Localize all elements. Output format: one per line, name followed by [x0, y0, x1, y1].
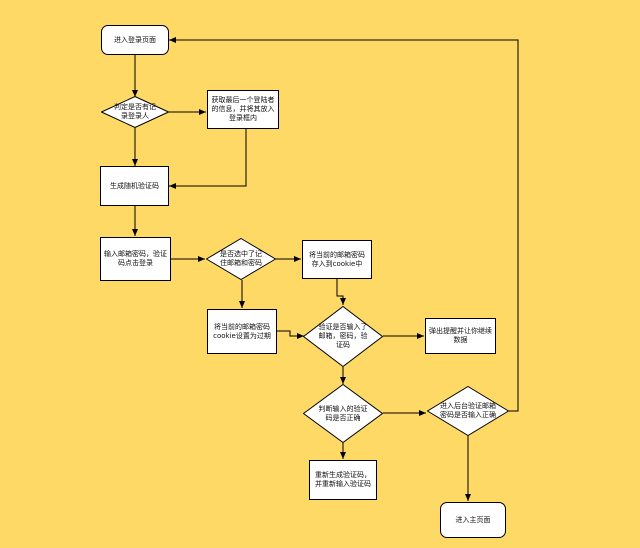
diamond-shape: [427, 386, 509, 436]
node-expire-cookie: 将当前的邮箱密码cookie设置为过期: [207, 309, 277, 354]
node-label: 将当前的邮箱密码cookie设置为过期: [213, 322, 271, 340]
node-main-page: 进入主页面: [440, 502, 506, 538]
node-label: 生成随机验证码: [110, 181, 159, 190]
node-label: 获取最后一个登陆者的信息，并将其放入登录框内: [211, 96, 275, 122]
diamond-shape: [206, 238, 276, 280]
diamond-shape: [303, 384, 383, 443]
node-regen-captcha: 重新生成验证码，并重新输入验证码: [309, 460, 377, 500]
node-backend-verify: 进入后台验证邮箱密码是否输入正确: [427, 386, 509, 436]
node-remember-choice: 是否选中了记住邮箱和密码: [206, 238, 276, 280]
node-label: 进入后台验证邮箱密码是否输入正确: [440, 402, 496, 419]
edge-backend-back-to-login: [169, 37, 519, 412]
node-label: 弹出提醒并让你继续数据: [429, 327, 492, 344]
node-label: 输入邮箱密码，验证码点击登录: [104, 250, 167, 267]
edge-save-to-validate: [336, 279, 346, 305]
node-label: 判定是否有记录登录人: [114, 103, 156, 120]
diamond-shape: [303, 306, 383, 367]
node-input-credentials: 输入邮箱密码，验证码点击登录: [100, 237, 171, 281]
edge-expire-to-validate: [277, 330, 304, 339]
node-label: 判断输入的验证码是否正确: [318, 404, 368, 422]
diamond-shape: [101, 96, 169, 128]
node-fill-last-user: 获取最后一个登陆者的信息，并将其放入登录框内: [207, 90, 279, 129]
node-label: 验证是否输入了邮箱，密码，验证码: [318, 323, 368, 349]
node-check-last-user: 判定是否有记录登录人: [101, 96, 169, 128]
node-login-page: 进入登录页面: [101, 25, 169, 55]
node-validate-inputs: 验证是否输入了邮箱，密码，验证码: [303, 306, 383, 367]
node-label: 进入主页面: [455, 515, 491, 524]
node-label: 是否选中了记住邮箱和密码: [220, 250, 262, 267]
node-gen-captcha: 生成随机验证码: [100, 166, 169, 206]
node-save-cookie: 将当前的邮箱密码存入到cookie中: [302, 240, 372, 279]
node-check-captcha: 判断输入的验证码是否正确: [303, 384, 383, 443]
node-label: 重新生成验证码，并重新输入验证码: [315, 471, 371, 488]
edge-fill-to-captcha: [169, 129, 247, 189]
node-popup-reminder: 弹出提醒并让你继续数据: [425, 318, 496, 354]
node-label: 进入登录页面: [114, 35, 156, 44]
node-label: 将当前的邮箱密码存入到cookie中: [309, 250, 365, 268]
